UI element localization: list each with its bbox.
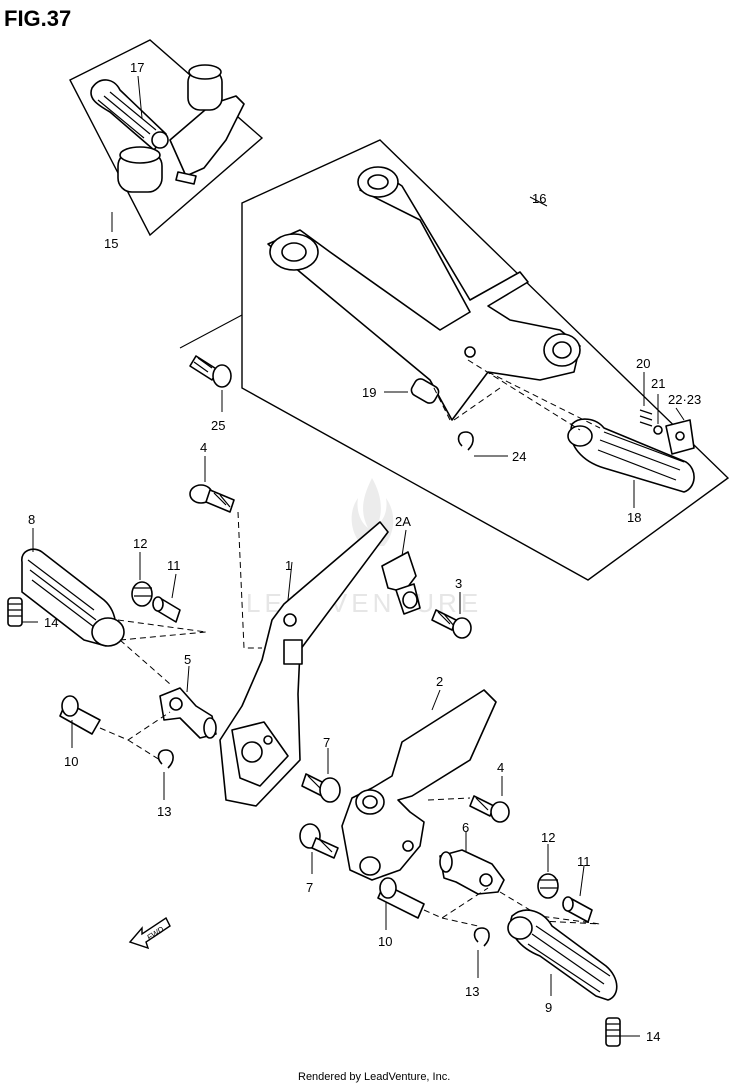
pin-10-right	[377, 877, 425, 919]
pin-10-left	[59, 695, 101, 735]
callout-25: 25	[211, 418, 225, 433]
bolt-14-left	[7, 597, 23, 627]
callout-11-right: 11	[577, 854, 591, 869]
callout-10-right: 10	[378, 934, 392, 949]
callout-11-left: 11	[167, 558, 181, 573]
clip-13-right	[473, 927, 490, 947]
callout-13-right: 13	[465, 984, 479, 999]
spring-12-left	[131, 581, 153, 607]
callout-17: 17	[130, 60, 144, 75]
callout-20: 20	[636, 356, 650, 371]
callout-1: 1	[285, 558, 292, 573]
callout-10-left: 10	[64, 754, 78, 769]
bolt-3	[431, 609, 472, 639]
figure-title: FIG.37	[4, 6, 71, 31]
bolt-25	[189, 355, 232, 388]
footrest-8	[21, 548, 125, 647]
spring-12-right	[537, 873, 559, 899]
bolt-14-right	[605, 1017, 621, 1047]
assembly-16-box: 16 19 24 18 20 21	[179, 139, 730, 581]
assembly-16-outline	[241, 139, 730, 581]
callout-14-right: 14	[646, 1029, 660, 1044]
callout-4-lower: 4	[497, 760, 504, 775]
footer-credit: Rendered by LeadVenture, Inc.	[298, 1071, 450, 1083]
callout-5: 5	[184, 652, 191, 667]
callout-8: 8	[28, 512, 35, 527]
pin-11-left	[152, 596, 181, 623]
callout-15: 15	[104, 236, 118, 251]
callout-18: 18	[627, 510, 641, 525]
bracket-16	[267, 169, 581, 421]
pin-11-right	[562, 896, 593, 923]
ball-21	[653, 425, 663, 435]
callout-7-lower: 7	[306, 880, 313, 895]
footrest-18	[570, 418, 695, 493]
bolt-4-upper	[189, 484, 235, 513]
callout-14-left: 14	[44, 615, 58, 630]
bolt-7-upper	[301, 773, 341, 803]
pin-19	[410, 378, 440, 404]
bracket-2	[341, 689, 497, 881]
callout-3: 3	[455, 576, 462, 591]
callout-22-23: 22·23	[668, 392, 701, 407]
callout-13-left: 13	[157, 804, 171, 819]
fwd-direction-marker: FWD	[128, 916, 171, 950]
callout-9: 9	[545, 1000, 552, 1015]
bracket-5	[159, 687, 217, 739]
footrest-9	[507, 909, 618, 1001]
callout-12-left: 12	[133, 536, 147, 551]
callout-24: 24	[512, 449, 526, 464]
spring-20	[639, 409, 653, 427]
callout-16: 16	[532, 191, 546, 206]
bracket-1	[219, 521, 389, 807]
callout-2: 2	[436, 674, 443, 689]
callout-21: 21	[651, 376, 665, 391]
callout-4-upper: 4	[200, 440, 207, 455]
clip-24	[457, 431, 474, 451]
callout-2a: 2A	[395, 514, 411, 529]
bolt-4-lower	[469, 795, 510, 823]
callout-7-upper: 7	[323, 735, 330, 750]
bolt-7-lower	[299, 823, 339, 859]
assembly-15-box: 17 15	[69, 39, 264, 251]
clip-13-left	[157, 749, 174, 769]
bracket-2a	[381, 551, 421, 615]
callout-12-right: 12	[541, 830, 555, 845]
bracket-6	[439, 849, 505, 895]
callout-6: 6	[462, 820, 469, 835]
callout-19: 19	[362, 385, 376, 400]
fwd-arrow-icon	[128, 916, 171, 950]
